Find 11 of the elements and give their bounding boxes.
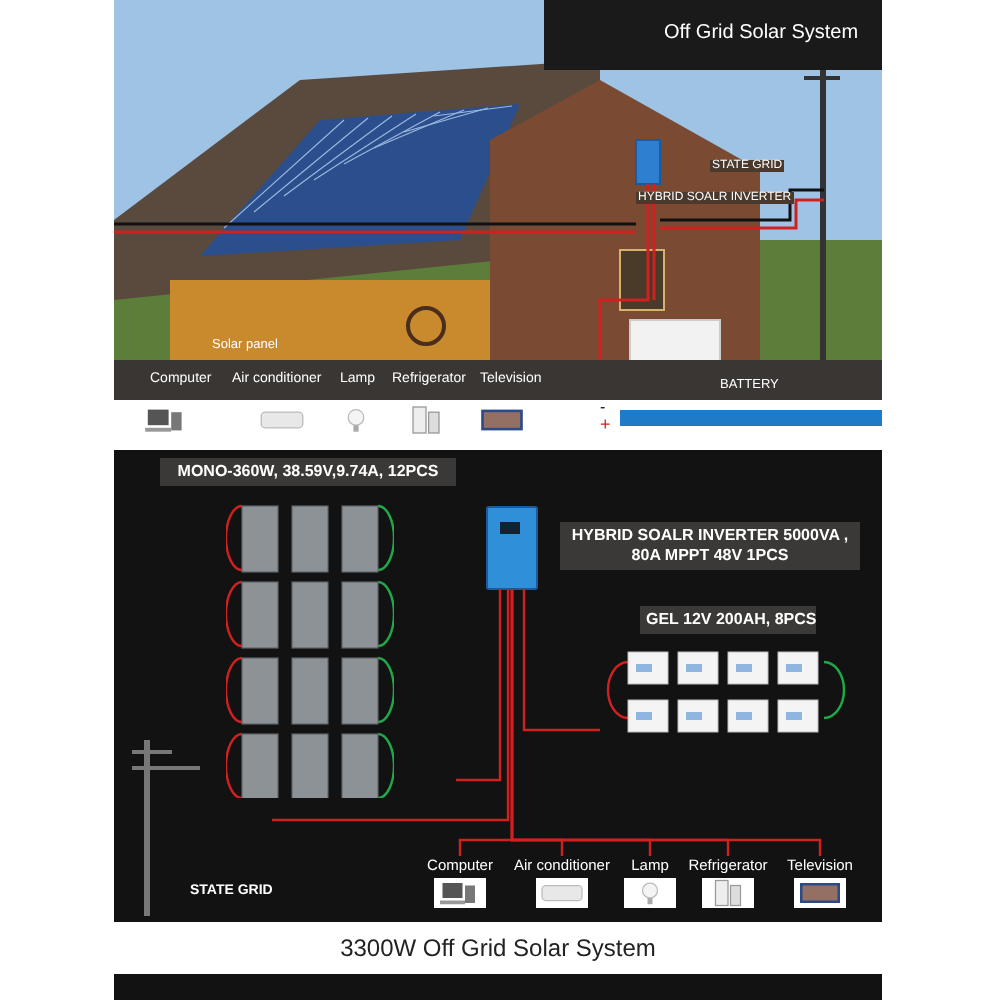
polarity-sign: +	[600, 414, 611, 434]
caption: 3300W Off Grid Solar System	[114, 922, 882, 974]
spec-label: MONO-360W, 38.59V,9.74A, 12PCS	[160, 458, 456, 486]
spec-label: GEL 12V 200AH, 8PCS	[640, 606, 816, 634]
title-banner: Off Grid Solar System	[544, 0, 882, 70]
spec-label: HYBRID SOALR INVERTER 5000VA , 80A MPPT 48V 1PCS	[560, 522, 860, 570]
wire	[522, 590, 600, 732]
wire	[456, 590, 502, 782]
polarity-sign: -	[600, 398, 606, 416]
wire	[510, 590, 822, 856]
wire	[272, 590, 510, 822]
